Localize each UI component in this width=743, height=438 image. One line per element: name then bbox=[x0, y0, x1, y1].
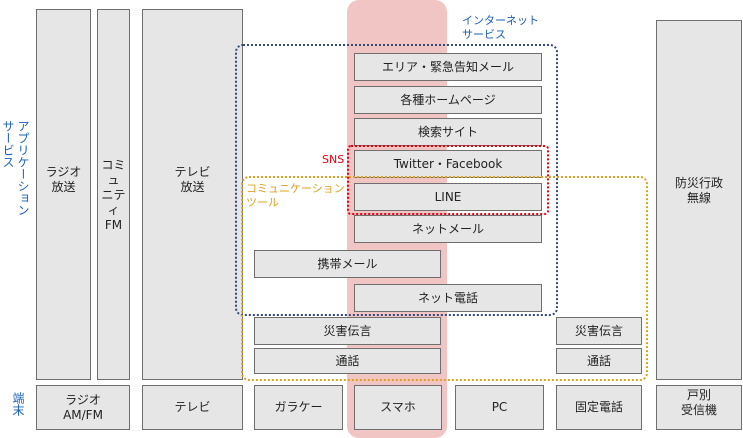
net-mail-box: ネットメール bbox=[354, 215, 542, 243]
communication-tool-group bbox=[241, 176, 648, 381]
community-fm-column: コミュ ニティ FM bbox=[97, 9, 130, 380]
service-label-line1: サービス bbox=[1, 120, 15, 168]
twitter-facebook-box: Twitter・Facebook bbox=[354, 150, 542, 178]
net-call-box: ネット電話 bbox=[354, 284, 542, 312]
terminal-pc: PC bbox=[455, 385, 544, 430]
call-fixed-box: 通話 bbox=[556, 348, 642, 374]
internet-service-label: インターネット サービス bbox=[462, 14, 539, 41]
call-mobile-box: 通話 bbox=[254, 348, 441, 374]
internet-service-group bbox=[235, 44, 558, 316]
disaster-wireless-column: 防災行政 無線 bbox=[656, 20, 742, 380]
terminal-feature-phone: ガラケー bbox=[254, 385, 343, 430]
terminal-label: 端末 bbox=[11, 392, 25, 416]
service-application-label: アプリケーション サービス bbox=[0, 120, 30, 216]
tv-broadcast-column: テレビ 放送 bbox=[142, 9, 243, 380]
sns-label: SNS bbox=[322, 153, 345, 166]
terminal-tv: テレビ bbox=[142, 385, 243, 430]
search-site-box: 検索サイト bbox=[354, 118, 542, 146]
radio-broadcast-column: ラジオ 放送 bbox=[36, 9, 91, 380]
disaster-message-mobile-box: 災害伝言 bbox=[254, 317, 441, 345]
sns-group bbox=[347, 145, 549, 215]
terminal-home-receiver: 戸別 受信機 bbox=[656, 385, 742, 430]
mobile-mail-box: 携帯メール bbox=[254, 250, 441, 278]
area-emergency-mail-box: エリア・緊急告知メール bbox=[354, 53, 542, 81]
homepage-box: 各種ホームページ bbox=[354, 86, 542, 114]
terminal-landline: 固定電話 bbox=[556, 385, 642, 430]
service-label-line2: アプリケーション bbox=[16, 120, 30, 216]
line-box: LINE bbox=[354, 183, 542, 211]
terminal-smartphone: スマホ bbox=[354, 385, 442, 430]
disaster-message-fixed-box: 災害伝言 bbox=[556, 317, 642, 345]
communication-tool-label: コミュニケーション ツール bbox=[246, 182, 345, 209]
terminal-radio: ラジオ AM/FM bbox=[36, 385, 130, 430]
